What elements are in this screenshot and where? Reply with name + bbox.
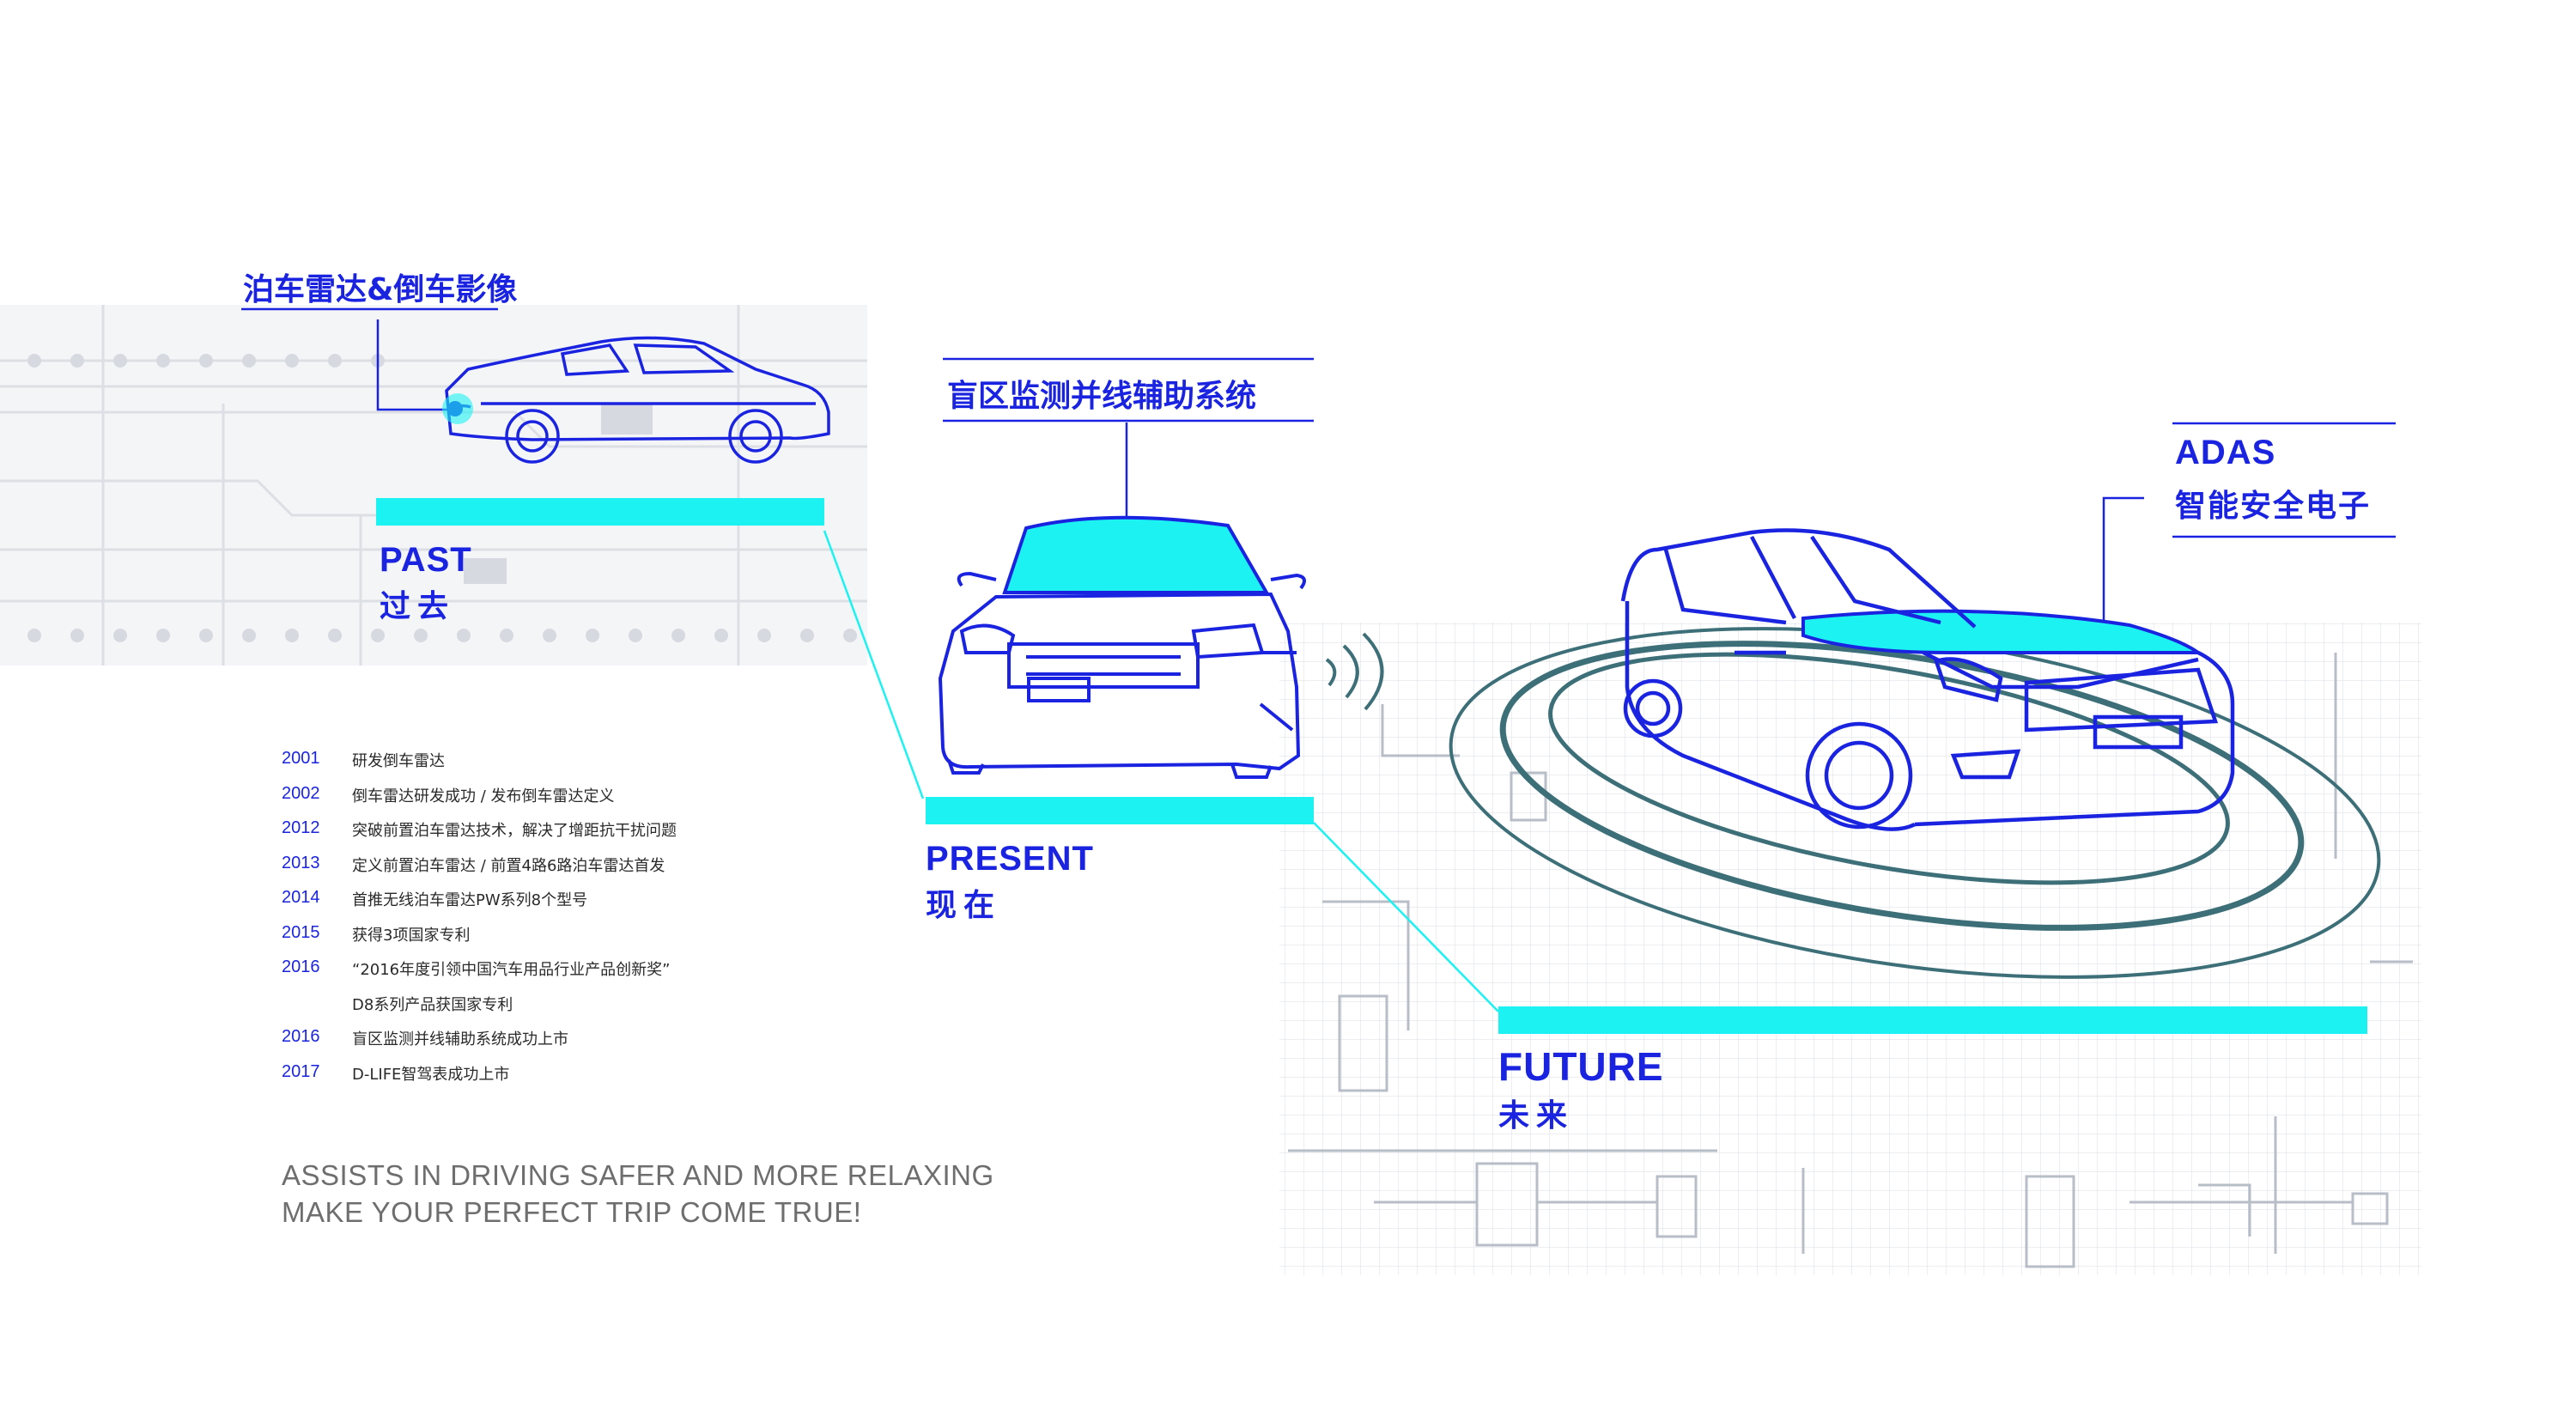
schematic-grid-pattern: [1279, 623, 2421, 1275]
timeline-event: 研发倒车雷达: [352, 752, 445, 770]
timeline-year: 2012: [282, 818, 320, 837]
timeline-row: 2002 倒车雷达研发成功 / 发布倒车雷达定义: [282, 784, 883, 819]
timeline-year: 2002: [282, 783, 320, 803]
past-feature-label: 泊车雷达&倒车影像: [243, 272, 518, 307]
future-car-illustration: [1620, 528, 2235, 831]
timeline-event: D-LIFE智驾表成功上市: [352, 1065, 510, 1084]
callout-lines: [241, 307, 2396, 635]
timeline-row: 2015 获得3项国家专利: [282, 923, 883, 958]
present-bar: [926, 797, 1314, 824]
timeline-year: 2001: [282, 749, 320, 768]
past-bar: [376, 498, 824, 526]
present-era-label-cn: 现在: [926, 888, 1002, 923]
timeline-year: 2014: [282, 888, 320, 907]
timeline-event: 获得3项国家专利: [352, 926, 471, 945]
timeline-year: 2016: [282, 957, 320, 976]
timeline-year: 2015: [282, 922, 320, 942]
timeline-event: 盲区监测并线辅助系统成功上市: [352, 1030, 568, 1048]
sensor-glow: [442, 393, 473, 424]
timeline-event: 定义前置泊车雷达 / 前置4路6路泊车雷达首发: [352, 856, 665, 875]
timeline-event: 突破前置泊车雷达技术，解决了增距抗干扰问题: [352, 822, 677, 840]
past-era-label: PAST: [380, 541, 472, 579]
timeline-event: 倒车雷达研发成功 / 发布倒车雷达定义: [352, 787, 615, 805]
timeline-row: 2012 突破前置泊车雷达技术，解决了增距抗干扰问题: [282, 818, 883, 854]
future-feature-label-cn: 智能安全电子: [2175, 489, 2372, 524]
timeline-year: 2016: [282, 1027, 320, 1046]
future-feature-label-en: ADAS: [2175, 434, 2276, 471]
radar-waves: [1325, 632, 1384, 711]
future-era-label-cn: 未来: [1498, 1098, 1575, 1134]
timeline-event: D8系列产品获国家专利: [352, 995, 513, 1014]
timeline-row: 2014 首推无线泊车雷达PW系列8个型号: [282, 888, 883, 923]
timeline-row: 2013 定义前置泊车雷达 / 前置4路6路泊车雷达首发: [282, 854, 883, 889]
past-era-label-cn: 过去: [380, 589, 456, 624]
timeline-row: 2016 “2016年度引领中国汽车用品行业产品创新奖”: [282, 957, 883, 993]
timeline-year: 2013: [282, 853, 320, 872]
timeline-year: 2017: [282, 1061, 320, 1081]
past-car-illustration: [445, 336, 830, 464]
timeline-row: D8系列产品获国家专利: [282, 993, 883, 1028]
company-timeline: 2001 研发倒车雷达 2002 倒车雷达研发成功 / 发布倒车雷达定义 2012 突…: [282, 749, 883, 1097]
present-era-label: PRESENT: [926, 840, 1094, 878]
timeline-row: 2016 盲区监测并线辅助系统成功上市: [282, 1027, 883, 1062]
present-feature-label: 盲区监测并线辅助系统: [947, 379, 1257, 414]
present-car-illustration: [938, 515, 1306, 779]
timeline-row: 2001 研发倒车雷达: [282, 749, 883, 784]
future-bar: [1498, 1006, 2367, 1034]
slogan-line-2: MAKE YOUR PERFECT TRIP COME TRUE!: [282, 1196, 862, 1228]
future-era-label: FUTURE: [1498, 1044, 1664, 1089]
slogan-line-1: ASSISTS IN DRIVING SAFER AND MORE RELAXI…: [282, 1159, 994, 1191]
timeline-event: “2016年度引领中国汽车用品行业产品创新奖”: [352, 961, 671, 979]
timeline-row: 2017 D-LIFE智驾表成功上市: [282, 1062, 883, 1097]
timeline-event: 首推无线泊车雷达PW系列8个型号: [352, 891, 588, 909]
timeline-connectors: [823, 530, 1499, 1012]
